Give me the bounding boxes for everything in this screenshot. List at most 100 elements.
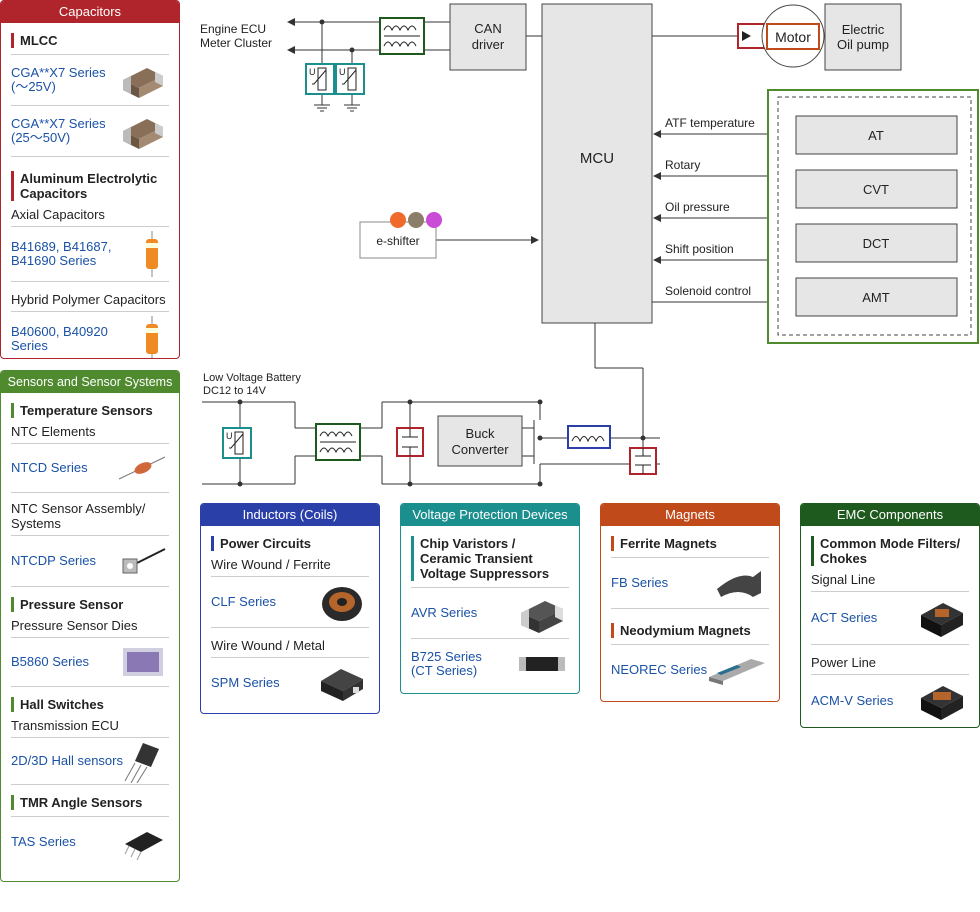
list-item[interactable]: CLF Series: [211, 577, 369, 628]
list-item[interactable]: B725 Series (CT Series): [411, 639, 569, 689]
list-item[interactable]: B40600, B40920 Series: [11, 312, 169, 358]
hall-sensors-link[interactable]: 2D/3D Hall sensors: [11, 753, 123, 768]
transmission-ecu-label: Transmission ECU: [11, 716, 169, 738]
at-block: [795, 115, 958, 155]
pressure-sensor-heading: Pressure Sensor: [11, 597, 169, 612]
rotary-label: Rotary: [665, 158, 700, 172]
cga-50v-link[interactable]: CGA**X7 Series (25～50V): [11, 116, 106, 145]
mlcc-chip-icon: [123, 68, 163, 98]
magnets-panel: Magnets Ferrite Magnets FB Series Neodym…: [600, 503, 780, 702]
amt-block: [795, 277, 958, 317]
output-capacitor: [629, 447, 657, 475]
hall-switches-heading: Hall Switches: [11, 697, 169, 712]
ntcd-series-link[interactable]: NTCD Series: [11, 460, 88, 475]
sensors-panel-title: Sensors and Sensor Systems: [1, 371, 179, 393]
atf-temperature-label: ATF temperature: [665, 116, 755, 130]
axial-capacitor-icon: [146, 231, 158, 277]
dct-block: [795, 223, 958, 263]
voltage-protection-panel-title: Voltage Protection Devices: [401, 504, 579, 526]
neorec-series-link[interactable]: NEOREC Series: [611, 662, 708, 677]
signal-line-label: Signal Line: [811, 570, 969, 592]
amt-label: AMT: [862, 290, 890, 305]
dct-label: DCT: [863, 236, 890, 251]
can-varistor-2: U: [335, 63, 365, 95]
spm-inductor-icon: [321, 669, 363, 701]
pressure-sensor-dies-label: Pressure Sensor Dies: [11, 616, 169, 638]
power-line-label: Power Line: [811, 653, 969, 675]
can-varistor-1: U: [305, 63, 335, 95]
list-item[interactable]: 2D/3D Hall sensors: [11, 738, 169, 785]
list-item[interactable]: FB Series: [611, 558, 769, 609]
buck-converter-block: [437, 415, 523, 467]
can-driver-label-2: driver: [472, 37, 505, 52]
ntc-element-icon: [118, 456, 166, 480]
clf-series-link[interactable]: CLF Series: [211, 594, 277, 609]
pressure-die-icon: [123, 648, 163, 676]
fb-series-link[interactable]: FB Series: [611, 575, 669, 590]
ntc-elements-label: NTC Elements: [11, 422, 169, 444]
ferrite-magnet-icon: [717, 571, 761, 597]
output-inductor-symbol: [567, 425, 611, 449]
ct-chip-icon: [519, 657, 565, 671]
emc-panel-title: EMC Components: [801, 504, 979, 526]
list-item[interactable]: B41689, B41687, B41690 Series: [11, 227, 169, 282]
emc-panel: EMC Components Common Mode Filters/ Chok…: [800, 503, 980, 728]
magnets-panel-title: Magnets: [601, 504, 779, 526]
common-mode-filters-heading: Common Mode Filters/ Chokes: [811, 536, 969, 566]
cvt-label: CVT: [863, 182, 889, 197]
acmv-series-link[interactable]: ACM-V Series: [811, 693, 894, 708]
oil-pump-label-2: Oil pump: [837, 37, 889, 52]
cvt-block: [795, 169, 958, 209]
can-driver-label-1: CAN: [474, 21, 501, 36]
buck-label-1: Buck: [466, 426, 495, 441]
ntc-probe-icon: [122, 548, 166, 574]
b40600-link[interactable]: B40600, B40920 Series: [11, 324, 108, 353]
shifter-button-orange: [390, 212, 406, 228]
shift-position-label: Shift position: [665, 242, 734, 256]
hall-sensor-icon: [124, 743, 159, 783]
b5860-series-link[interactable]: B5860 Series: [11, 654, 90, 669]
list-item[interactable]: CGA**X7 Series (25～50V): [11, 106, 169, 157]
e-shifter-label: e-shifter: [376, 234, 419, 248]
oil-pressure-label: Oil pressure: [665, 200, 730, 214]
power-varistor: U: [222, 427, 252, 459]
mlcc-heading: MLCC: [11, 33, 169, 48]
list-item[interactable]: ACM-V Series: [811, 675, 969, 727]
motor-label: Motor: [775, 29, 811, 45]
capacitors-panel: Capacitors MLCC CGA**X7 Series (～25V) CG…: [0, 0, 180, 359]
shifter-button-gray: [408, 212, 424, 228]
cga-25v-link[interactable]: CGA**X7 Series (～25V): [11, 65, 106, 94]
list-item[interactable]: NTCD Series: [11, 444, 169, 492]
axial-capacitors-label: Axial Capacitors: [11, 205, 169, 227]
list-item[interactable]: ACT Series: [811, 592, 969, 645]
list-item[interactable]: SPM Series: [211, 658, 369, 708]
wire-wound-ferrite-label: Wire Wound / Ferrite: [211, 555, 369, 577]
act-series-link[interactable]: ACT Series: [811, 610, 878, 625]
at-label: AT: [868, 128, 884, 143]
tas-series-link[interactable]: TAS Series: [11, 834, 76, 849]
shifter-button-pink: [426, 212, 442, 228]
list-item[interactable]: CGA**X7 Series (～25V): [11, 55, 169, 106]
avr-series-link[interactable]: AVR Series: [411, 605, 478, 620]
can-driver-block: [449, 3, 527, 71]
svg-text:U: U: [226, 431, 233, 441]
spm-series-link[interactable]: SPM Series: [211, 675, 280, 690]
aluminum-heading: Aluminum Electrolytic Capacitors: [11, 171, 169, 201]
engine-ecu-label: Engine ECU: [200, 22, 266, 36]
wire-wound-metal-label: Wire Wound / Metal: [211, 636, 369, 658]
meter-cluster-label: Meter Cluster: [200, 36, 272, 50]
svg-text:U: U: [339, 67, 346, 77]
battery-label-1: Low Voltage Battery: [203, 372, 301, 384]
list-item[interactable]: AVR Series: [411, 588, 569, 639]
neodymium-magnets-heading: Neodymium Magnets: [611, 623, 769, 638]
b725-series-link[interactable]: B725 Series (CT Series): [411, 649, 482, 678]
list-item[interactable]: NEOREC Series: [611, 645, 769, 695]
clf-inductor-icon: [322, 587, 362, 621]
list-item[interactable]: NTCDP Series: [11, 536, 169, 587]
ntcdp-series-link[interactable]: NTCDP Series: [11, 553, 97, 568]
list-item[interactable]: TAS Series: [11, 817, 169, 867]
acmv-choke-icon: [921, 686, 963, 720]
b41689-link[interactable]: B41689, B41687, B41690 Series: [11, 239, 112, 268]
list-item[interactable]: B5860 Series: [11, 638, 169, 687]
